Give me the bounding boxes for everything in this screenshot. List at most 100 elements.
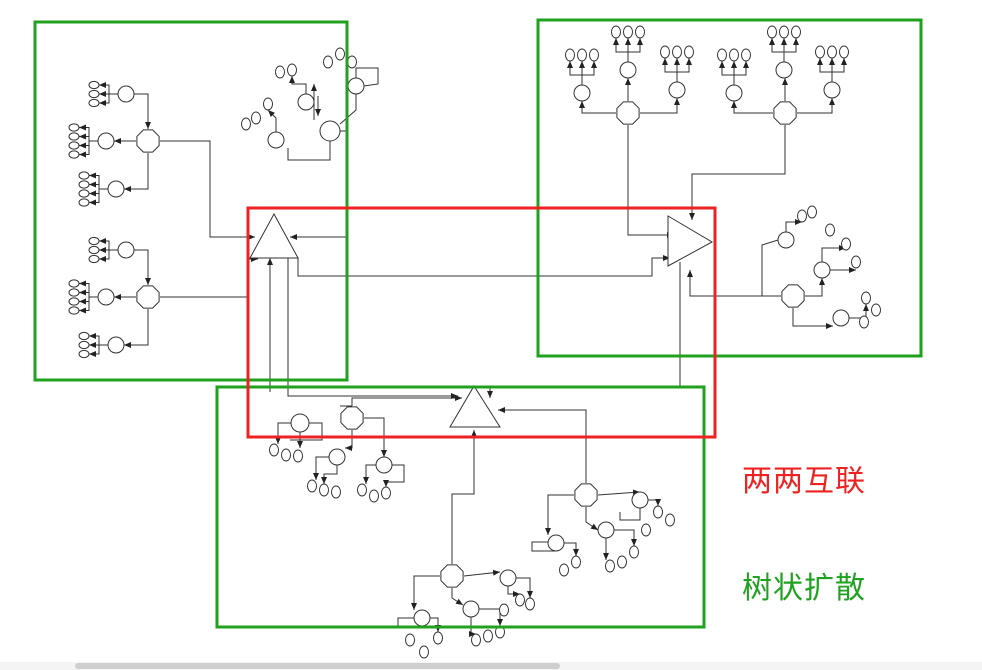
connection-line xyxy=(411,575,440,610)
core-hub-triangle xyxy=(449,385,501,428)
connection-line xyxy=(627,125,674,238)
connection-line xyxy=(545,494,574,535)
connection-line xyxy=(783,38,799,62)
connection-line xyxy=(719,61,735,85)
relay-node xyxy=(668,81,686,99)
leaf-node xyxy=(88,89,100,99)
leaf-node xyxy=(825,223,835,237)
connection-line xyxy=(134,93,151,129)
leaf-node xyxy=(767,25,777,39)
connection-line xyxy=(99,249,118,262)
connection-line xyxy=(662,58,678,82)
relay-node xyxy=(413,609,431,627)
relay-node xyxy=(777,231,795,249)
hub-node xyxy=(773,101,797,125)
relay-node xyxy=(328,448,346,466)
leaf-node xyxy=(841,237,851,251)
leaf-node xyxy=(405,633,415,647)
connection-line xyxy=(355,67,379,87)
connection-line xyxy=(79,296,98,314)
connection-line xyxy=(516,577,533,598)
leaf-node xyxy=(78,198,90,207)
connection-line xyxy=(89,333,108,346)
leaf-node xyxy=(525,597,535,611)
relay-node xyxy=(547,534,565,552)
connection-line xyxy=(363,464,376,484)
relay-node xyxy=(619,61,637,79)
leaf-node xyxy=(589,48,599,62)
leaf-node xyxy=(347,55,357,69)
connection-line xyxy=(761,239,781,297)
leaf-node xyxy=(672,45,682,59)
hub-node xyxy=(340,406,364,430)
leaf-node xyxy=(78,189,90,198)
scrollbar-thumb[interactable] xyxy=(75,663,560,669)
connection-line xyxy=(817,58,833,82)
connection-line xyxy=(134,249,151,285)
connection-line xyxy=(89,188,108,206)
leaf-node xyxy=(565,48,575,62)
connection-line xyxy=(99,82,118,95)
leaf-node xyxy=(241,117,251,131)
connection-line xyxy=(585,507,599,531)
leaf-node xyxy=(729,48,739,62)
hub-node xyxy=(136,129,160,153)
connection-line xyxy=(564,542,579,556)
leaf-node xyxy=(571,555,581,569)
connection-line xyxy=(792,308,833,329)
connection-line xyxy=(627,38,643,62)
leaf-node xyxy=(293,449,303,463)
connection-line xyxy=(267,109,277,132)
tree-diffusion-label: 树状扩散 xyxy=(742,571,866,606)
connection-line xyxy=(364,417,387,457)
leaf-node xyxy=(68,123,80,132)
leaf-node xyxy=(269,443,279,457)
leaf-node xyxy=(851,255,861,269)
leaf-node xyxy=(68,306,80,315)
leaf-node xyxy=(251,111,261,125)
leaf-node xyxy=(611,25,621,39)
leaf-node xyxy=(307,479,317,493)
connection-line xyxy=(619,508,641,521)
connection-line xyxy=(289,76,307,94)
connection-line xyxy=(79,140,98,158)
leaf-node xyxy=(68,141,80,150)
leaf-node xyxy=(281,448,291,462)
leaf-node xyxy=(515,593,525,607)
connection-line xyxy=(487,262,681,398)
leaf-node xyxy=(859,315,869,329)
leaf-node xyxy=(88,254,100,264)
connection-line xyxy=(451,430,477,564)
hub-node xyxy=(616,101,640,125)
leaf-node xyxy=(419,645,429,659)
horizontal-scrollbar[interactable] xyxy=(0,662,982,670)
leaf-node xyxy=(335,47,345,61)
relay-node xyxy=(290,413,310,433)
connection-line xyxy=(124,309,149,348)
core-hub-triangle xyxy=(667,215,714,267)
relay-node xyxy=(347,77,365,95)
relay-node xyxy=(573,84,591,102)
connection-line xyxy=(297,255,670,277)
leaf-node xyxy=(433,631,443,645)
connection-line xyxy=(339,94,357,125)
relay-node xyxy=(725,84,743,102)
connection-line xyxy=(597,489,641,496)
relay-node xyxy=(499,569,517,587)
connection-line xyxy=(648,499,661,506)
tree-group-frame xyxy=(536,18,923,358)
interconnect-frame xyxy=(246,206,717,439)
connection-line xyxy=(99,238,118,251)
interconnect-label: 两两互联 xyxy=(742,464,866,499)
leaf-node xyxy=(791,25,801,39)
connection-line xyxy=(430,617,441,632)
relay-node xyxy=(97,288,115,306)
connection-line xyxy=(733,61,749,85)
connection-line xyxy=(351,395,462,406)
connection-line xyxy=(313,456,329,480)
connection-line xyxy=(99,93,118,106)
leaf-node xyxy=(331,485,341,499)
leaf-node xyxy=(653,505,663,519)
connection-line xyxy=(451,588,464,606)
connection-line xyxy=(797,98,835,114)
